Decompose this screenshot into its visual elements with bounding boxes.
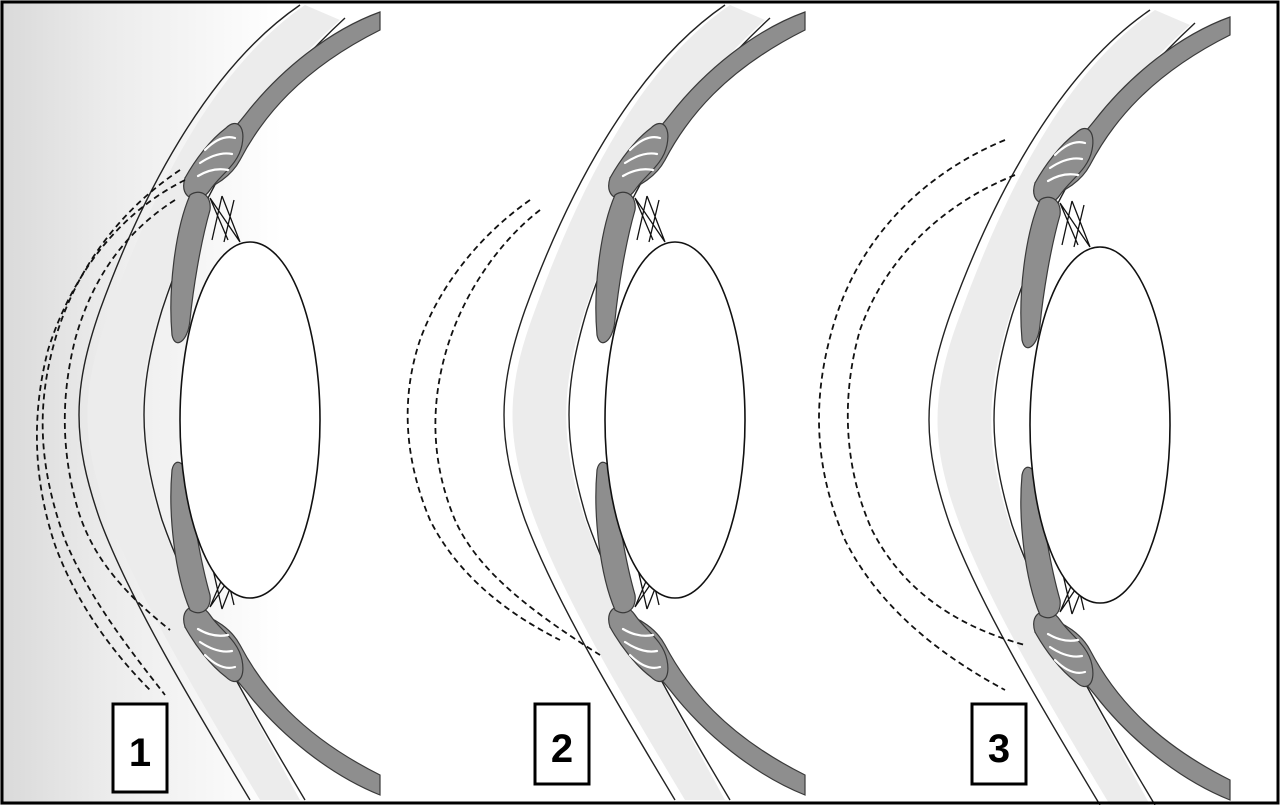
panel-label-2-text: 2 [551, 727, 573, 771]
panel-3-dashed-corneas [818, 139, 1026, 691]
panel-label-3: 3 [970, 702, 1028, 786]
panel-1-dashed-corneas [36, 169, 186, 696]
panel-label-3-text: 3 [988, 727, 1010, 771]
panel-3 [818, 8, 1232, 805]
panel-1 [36, 3, 382, 802]
panel-label-2: 2 [533, 702, 591, 786]
panel-label-1: 1 [111, 702, 169, 794]
panel-2-dashed-corneas [406, 199, 601, 656]
panel-label-1-text: 1 [129, 731, 151, 775]
panel-2 [406, 3, 807, 802]
